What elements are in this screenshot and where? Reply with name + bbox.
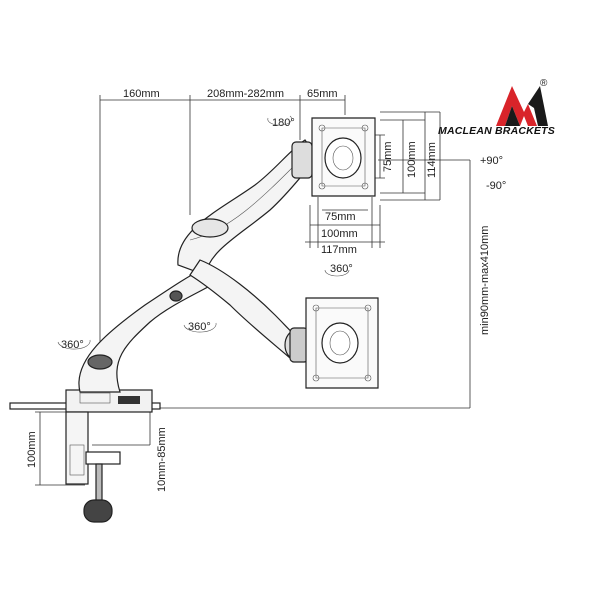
desk-thickness-label: 10mm-85mm [156,427,168,492]
rotate-plate-label: 360° [330,263,353,275]
upper-arm [177,139,319,276]
brand-mark-icon [496,86,537,126]
vesa-100-width-label: 100mm [321,228,358,240]
plate-117-label: 117mm [321,244,357,256]
registered-mark: ® [540,78,548,89]
reach-short-label: 160mm [123,88,160,100]
rotation-arrows [57,115,350,350]
vesa-100-height-label: 100mm [406,141,418,178]
rotate-top-label: 180° [272,117,295,129]
reach-extend-label: 208mm-282mm [207,88,284,100]
tilt-down-label: -90° [486,180,506,192]
brand-name: MACLEAN BRACKETS [438,125,555,137]
rotate-arrow-icon [324,269,350,277]
lower-arm [189,259,309,363]
vesa-plate-bottom [305,297,379,389]
plate-offset-label: 65mm [307,88,338,100]
desk-clamp [9,389,161,523]
clamp-height-label: 100mm [26,431,38,468]
rotate-arrow-icon [267,115,293,126]
rotate-arrow-icon [183,322,217,333]
vesa-plate-top [311,117,376,197]
vesa-75-width-label: 75mm [325,211,356,223]
dimension-labels: 160mm 208mm-282mm 65mm 180° 75mm 100mm 1… [26,88,506,492]
rotate-arm-label: 360° [188,321,211,333]
vesa-75-height-label: 75mm [382,141,394,172]
rotate-arrow-icon [57,339,91,350]
height-range-label: min90mm-max410mm [479,226,491,335]
plate-114-label: 114mm [426,142,438,178]
tilt-up-label: +90° [480,155,503,167]
brand-logo: ® MACLEAN BRACKETS [438,78,555,137]
